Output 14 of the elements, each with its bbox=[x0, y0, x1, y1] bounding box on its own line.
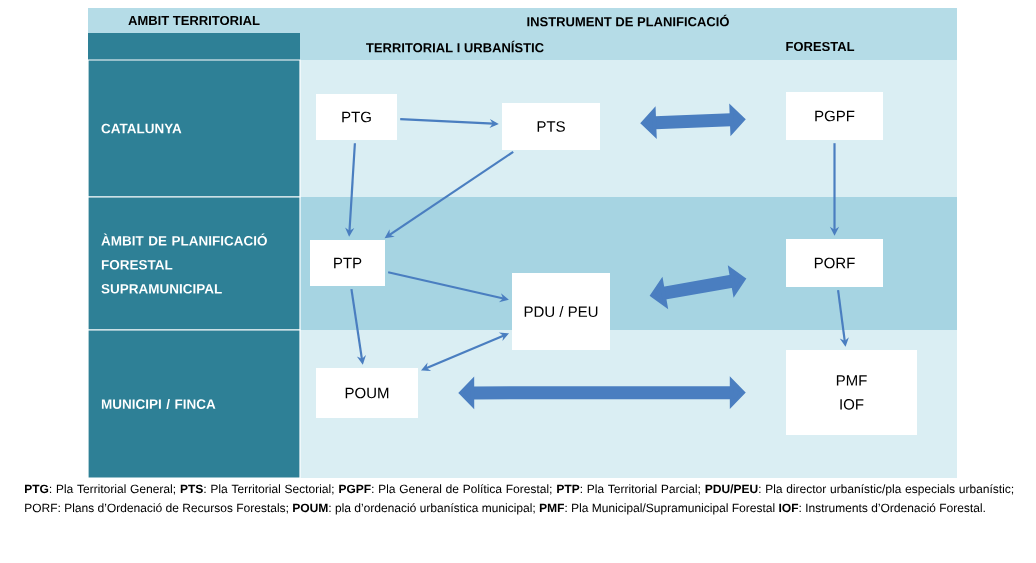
table-header: TERRITORIAL I URBANÍSTIC bbox=[300, 33, 610, 60]
plan-box: PORF bbox=[786, 239, 883, 287]
table-header: AMBIT TERRITORIAL bbox=[88, 8, 300, 33]
row-header: ÀMBIT DE PLANIFICACIÓ FORESTAL SUPRAMUNICIPAL bbox=[87, 196, 301, 331]
plan-box: POUM bbox=[316, 368, 418, 418]
plan-box: PDU / PEU bbox=[512, 273, 610, 350]
plan-box: PTP bbox=[310, 240, 385, 286]
row-header: MUNICIPI / FINCA bbox=[87, 329, 301, 479]
plan-box: PTS bbox=[502, 103, 600, 150]
plan-box: PGPF bbox=[786, 92, 883, 140]
plan-box: PTG bbox=[316, 94, 397, 140]
table-header: FORESTAL bbox=[610, 33, 957, 60]
caption: PTG: Pla Territorial General; PTS: Pla Territorial Sectorial; PGPF: Pla General de Política Forestal; PTP: Pla Territorial Parcial; PDU/PEU: Pla director urbanístic/pla especials urbanístic; PORF: Plans d’Ordenació de Recursos Forestals; POUM: pla d’ordenació urbanística municipal; PMF: Pla Municipal/Supramunicipal Forestal IOF: Instruments d’Ordenació Forestal. bbox=[25, 484, 1014, 515]
plan-box: PMF IOF bbox=[786, 350, 917, 435]
